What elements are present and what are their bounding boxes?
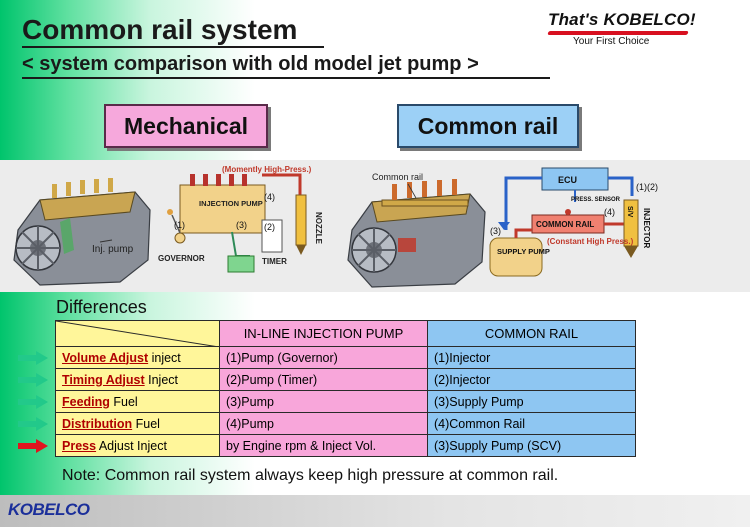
cr-marker-4: (4): [604, 207, 615, 217]
table-header-row: IN-LINE INJECTION PUMP COMMON RAIL: [55, 320, 636, 347]
injector-label: INJECTOR: [642, 208, 651, 249]
page-subtitle: < system comparison with old model jet p…: [22, 53, 479, 75]
row-inline-value: by Engine rpm & Inject Vol.: [219, 434, 428, 457]
row-arrow-icon: [18, 373, 48, 387]
title-underline: [22, 46, 324, 48]
cr-schematic: [489, 167, 639, 277]
cr-marker-12: (1)(2): [636, 182, 658, 192]
differences-label: Differences: [56, 297, 147, 317]
row-common-value: (4)Common Rail: [427, 412, 636, 435]
footer-logo: KOBELCO: [8, 500, 90, 519]
constant-high-label: (Constant High Press.): [547, 237, 634, 246]
row-keyword-rest: Inject: [144, 372, 178, 387]
common-rail-box-label: COMMON RAIL: [536, 220, 594, 229]
mech-marker-1: (1): [174, 220, 185, 230]
inj-pump-label: Inj. pump: [92, 244, 134, 255]
row-keyword-rest: Adjust Inject: [96, 438, 167, 453]
common-rail-heading: Common rail: [397, 104, 579, 148]
row-inline-value: (2)Pump (Timer): [219, 368, 428, 391]
row-inline-value: (3)Pump: [219, 390, 428, 413]
row-arrow-icon: [18, 439, 48, 453]
row-function: Feeding Fuel: [55, 390, 220, 413]
footnote: Note: Common rail system always keep hig…: [62, 467, 559, 484]
row-keyword: Feeding: [62, 394, 110, 409]
mech-marker-2: (2): [264, 222, 275, 232]
row-function: Press Adjust Inject: [55, 434, 220, 457]
cr-engine-illustration: [347, 179, 486, 288]
header-inline-pump: IN-LINE INJECTION PUMP: [219, 320, 428, 347]
brand-tagline: Your First Choice: [573, 36, 650, 47]
row-function: Volume Adjust inject: [55, 346, 220, 369]
header-diagonal: [56, 321, 219, 347]
header-blank-cell: [55, 320, 220, 347]
table-row: Press Adjust Inject by Engine rpm & Inje…: [55, 434, 636, 457]
footer-bar: [0, 495, 750, 527]
brand-slogan: That's KOBELCO!: [548, 10, 696, 29]
page-title: Common rail system: [22, 14, 298, 45]
header-common-rail: COMMON RAIL: [427, 320, 636, 347]
subtitle-underline: [22, 77, 550, 79]
mech-marker-3: (3): [236, 220, 247, 230]
comparison-diagram: Inj. pump (Momently High-Press.) INJECTI…: [13, 165, 658, 288]
row-keyword: Volume Adjust: [62, 350, 149, 365]
injection-pump-label: INJECTION PUMP: [199, 199, 263, 208]
mech-marker-4: (4): [264, 192, 275, 202]
common-rail-callout: Common rail: [372, 172, 423, 182]
row-keyword: Press: [62, 438, 97, 453]
timer-label: TIMER: [262, 257, 287, 266]
table-row: Feeding Fuel (3)Pump (3)Supply Pump: [55, 390, 636, 413]
ecu-label: ECU: [558, 175, 577, 185]
row-function: Timing Adjust Inject: [55, 368, 220, 391]
row-common-value: (2)Injector: [427, 368, 636, 391]
supply-pump-label: SUPPLY PUMP: [497, 247, 550, 256]
table-row: Distribution Fuel (4)Pump (4)Common Rail: [55, 412, 636, 435]
row-keyword: Timing Adjust: [62, 372, 145, 387]
row-arrow-icon: [18, 351, 48, 365]
row-arrow-icon: [18, 417, 48, 431]
row-inline-value: (4)Pump: [219, 412, 428, 435]
row-function: Distribution Fuel: [55, 412, 220, 435]
mech-schematic: [167, 173, 307, 273]
nozzle-label: NOZZLE: [314, 212, 323, 245]
row-keyword-rest: Fuel: [109, 394, 138, 409]
table-row: Volume Adjust inject (1)Pump (Governor) …: [55, 346, 636, 369]
table-row: Timing Adjust Inject (2)Pump (Timer) (2)…: [55, 368, 636, 391]
row-keyword-rest: inject: [148, 350, 181, 365]
row-common-value: (1)Injector: [427, 346, 636, 369]
row-common-value: (3)Supply Pump (SCV): [427, 434, 636, 457]
governor-label: GOVERNOR: [158, 254, 205, 263]
row-arrow-icon: [18, 395, 48, 409]
differences-table: IN-LINE INJECTION PUMP COMMON RAIL Volum…: [55, 320, 636, 457]
row-keyword: Distribution: [62, 416, 133, 431]
row-common-value: (3)Supply Pump: [427, 390, 636, 413]
cr-marker-3: (3): [490, 226, 501, 236]
mech-engine-illustration: [13, 178, 151, 286]
sv-label: S/V: [626, 206, 633, 218]
mechanical-heading: Mechanical: [104, 104, 268, 148]
brand-swoosh-icon: [547, 31, 689, 35]
press-sensor-label: PRESS. SENSOR: [571, 197, 621, 203]
row-keyword-rest: Fuel: [132, 416, 160, 431]
momently-label: (Momently High-Press.): [222, 165, 312, 174]
row-inline-value: (1)Pump (Governor): [219, 346, 428, 369]
